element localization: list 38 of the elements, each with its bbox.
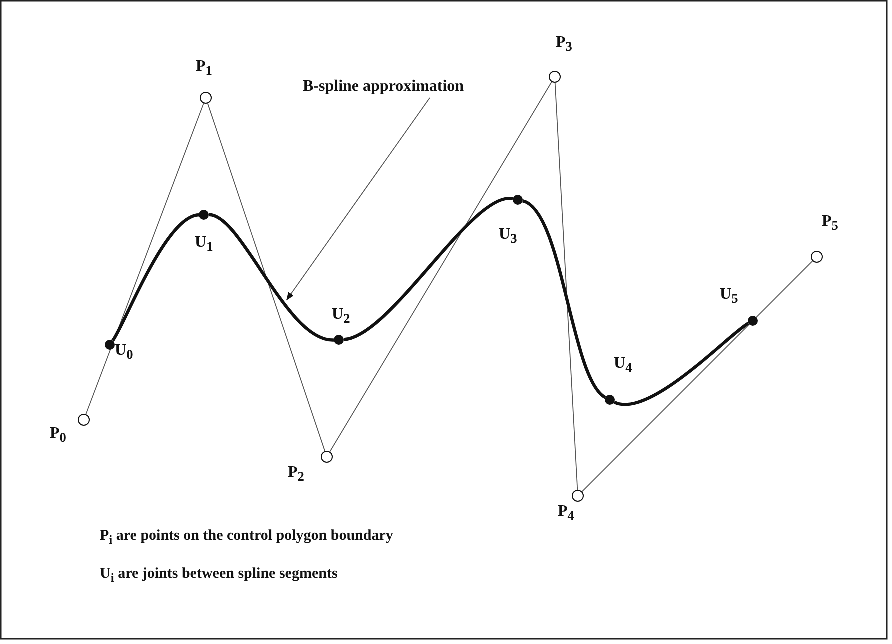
spline-curve [208,213,334,342]
point-label: U$_{3}$ [499,226,518,248]
point-label: P$_{2}$ [288,464,304,486]
spline-curve [614,322,750,406]
callout-text: B-spline approximation [303,76,464,98]
spline-curve [522,200,607,399]
leader-line [286,98,430,301]
point-label: P$_{3}$ [556,34,572,56]
joint-dot [334,335,344,345]
control-point [200,92,212,104]
joint-dot [748,316,758,326]
control-point [811,251,823,263]
joint-dot [199,210,209,220]
control-polygon-line [207,103,326,452]
point-label: U$_{4}$ [614,355,632,376]
point-label: U$_{0}$ [115,342,134,364]
control-polygon-line [582,260,814,492]
control-point [78,414,90,426]
control-polygon-line [330,82,552,452]
joint-dot [513,195,523,205]
joint-dot [605,395,615,405]
control-polygon-line [554,82,578,490]
control-point [321,451,333,463]
control-point [549,71,561,83]
point-label: P$_{5}$ [822,213,838,234]
point-label: P$_{0}$ [50,425,66,446]
spline-curve [344,197,514,342]
control-polygon-line [86,103,204,415]
point-label: U$_{2}$ [332,306,350,328]
point-label: U$_{1}$ [195,234,214,256]
spline-curve [112,214,200,342]
control-point [572,490,584,502]
point-label: P$_{4}$ [558,503,574,524]
note-text: P$_{i}$ are points on the control polygon boundary [100,528,394,548]
note-text: U$_{i}$ are joints between spline segments [100,566,338,586]
point-label: P$_{1}$ [196,58,212,80]
joint-dot [105,340,115,350]
point-label: U$_{5}$ [720,286,738,308]
